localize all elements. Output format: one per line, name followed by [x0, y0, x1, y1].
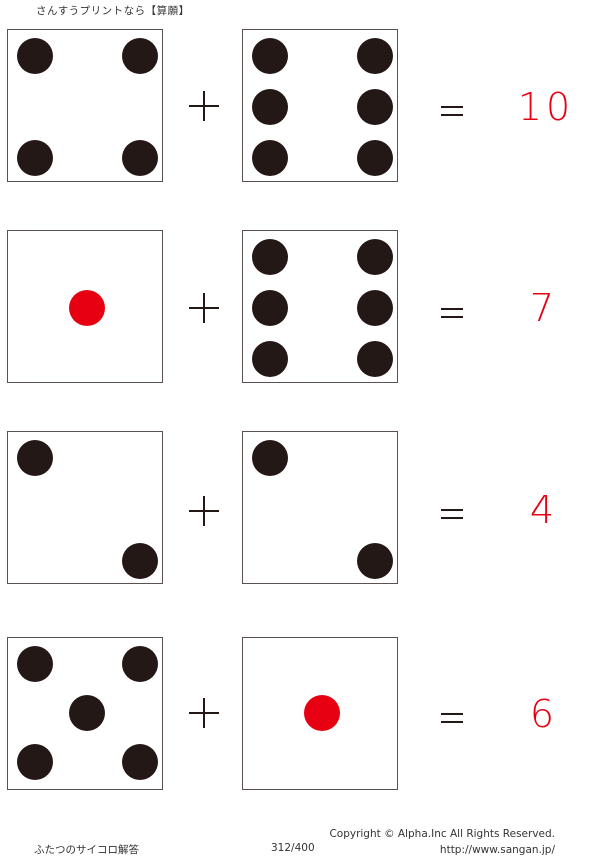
answer: 4	[529, 488, 559, 532]
pip-icon	[69, 695, 105, 731]
answer: 6	[529, 692, 559, 736]
pip-icon	[357, 543, 393, 579]
pip-icon	[357, 341, 393, 377]
equals-icon	[441, 106, 463, 116]
die-five	[7, 637, 163, 790]
answer: 10	[517, 85, 575, 129]
worksheet-title: ふたつのサイコロ解答	[34, 844, 139, 856]
pip-icon	[122, 38, 158, 74]
plus-icon	[189, 91, 219, 121]
pip-icon	[122, 140, 158, 176]
site-title: さんすうプリントなら【算願】	[36, 5, 190, 17]
pip-icon	[17, 38, 53, 74]
answer: 7	[529, 286, 559, 330]
pip-icon	[357, 290, 393, 326]
plus-icon	[189, 698, 219, 728]
pip-icon	[357, 140, 393, 176]
die-four	[7, 29, 163, 182]
pip-icon	[252, 239, 288, 275]
pip-icon	[252, 38, 288, 74]
pip-icon	[357, 239, 393, 275]
die-two	[7, 431, 163, 584]
pip-icon	[357, 38, 393, 74]
die-two	[242, 431, 398, 584]
plus-icon	[189, 496, 219, 526]
die-six	[242, 29, 398, 182]
plus-icon	[189, 293, 219, 323]
die-six	[242, 230, 398, 383]
pip-icon	[122, 744, 158, 780]
pip-icon	[252, 140, 288, 176]
pip-icon	[304, 695, 340, 731]
equals-icon	[441, 509, 463, 519]
die-one	[242, 637, 398, 790]
pip-icon	[17, 646, 53, 682]
pip-icon	[252, 440, 288, 476]
pip-icon	[17, 440, 53, 476]
pip-icon	[252, 89, 288, 125]
pip-icon	[17, 744, 53, 780]
pip-icon	[252, 290, 288, 326]
copyright: Copyright © Alpha.Inc All Rights Reserve…	[329, 828, 555, 840]
equals-icon	[441, 308, 463, 318]
pip-icon	[122, 543, 158, 579]
pip-icon	[17, 140, 53, 176]
die-one	[7, 230, 163, 383]
pip-icon	[357, 89, 393, 125]
page-number: 312/400	[271, 842, 315, 854]
pip-icon	[69, 290, 105, 326]
site-url[interactable]: http://www.sangan.jp/	[439, 844, 555, 856]
equals-icon	[441, 713, 463, 723]
pip-icon	[122, 646, 158, 682]
pip-icon	[252, 341, 288, 377]
